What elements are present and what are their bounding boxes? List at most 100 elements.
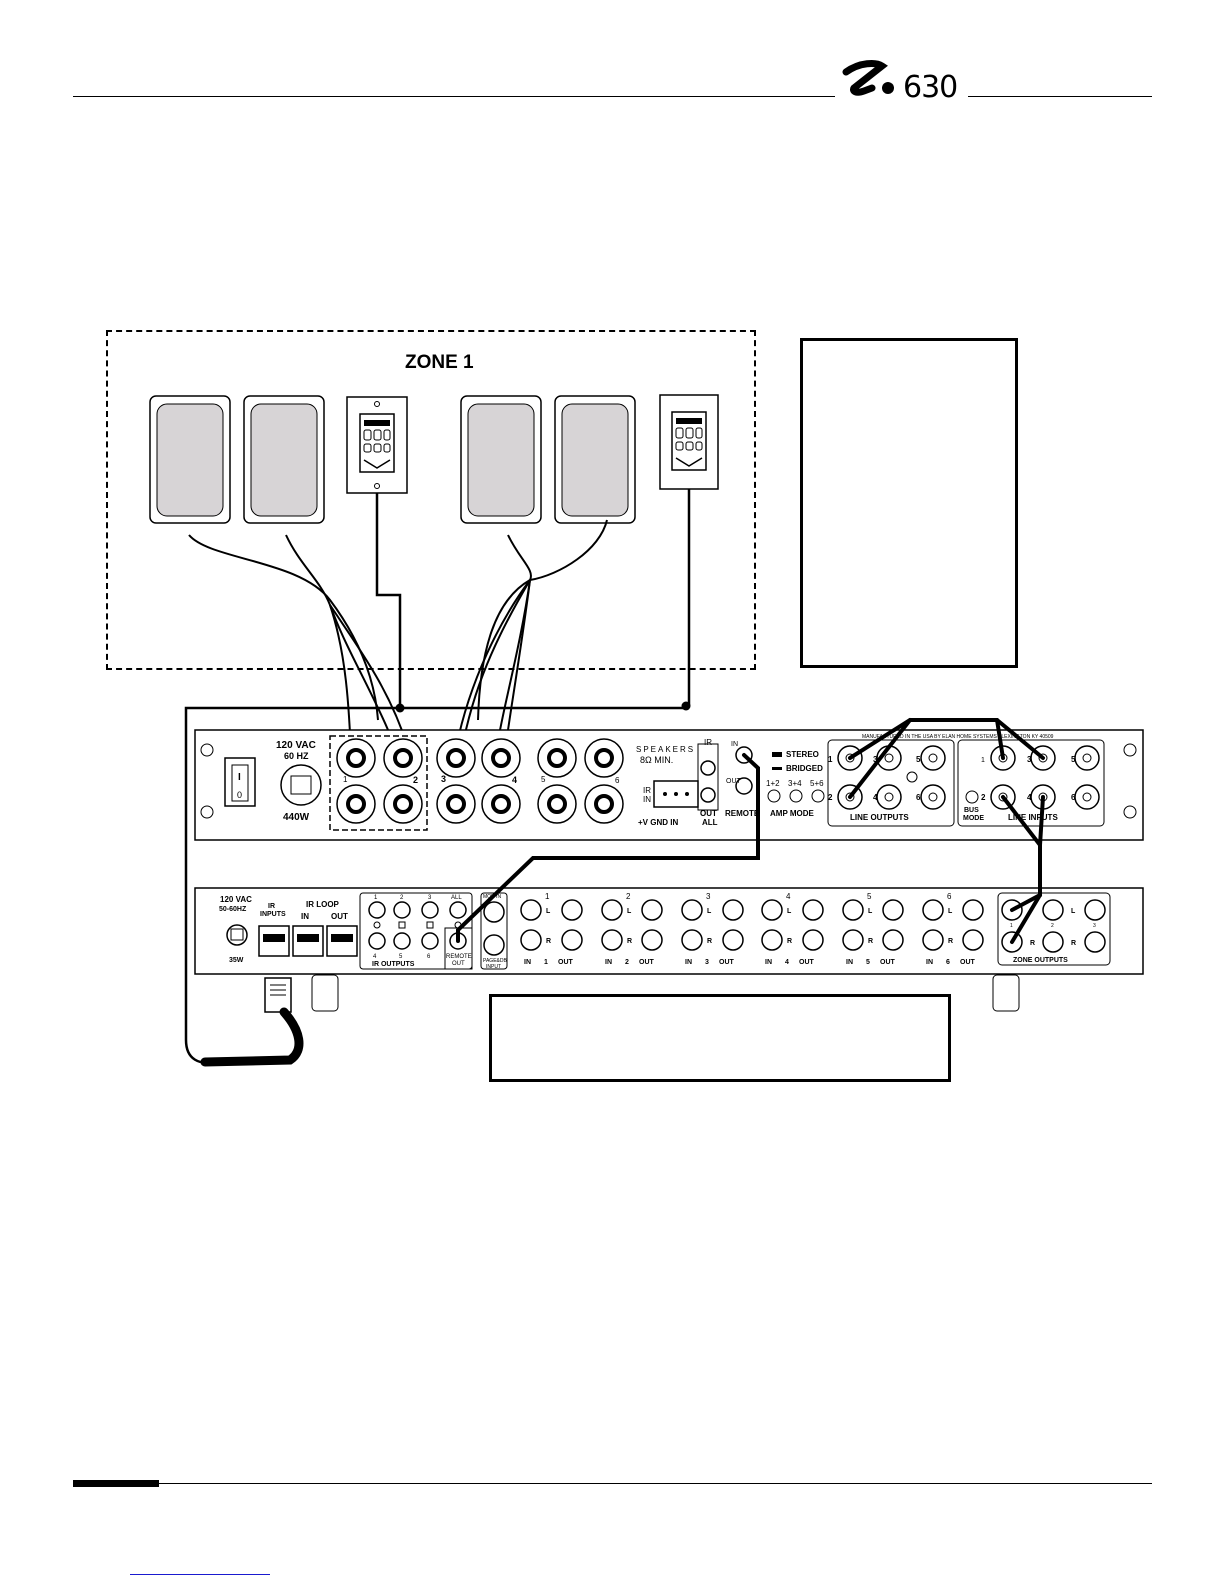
source-right-6: R: [948, 938, 953, 945]
source-left-2: L: [627, 908, 632, 915]
source-in-3: IN: [685, 959, 692, 966]
source-in-1: IN: [524, 959, 531, 966]
mode-pair-2: 3+4: [788, 779, 802, 788]
source-right-1: R: [546, 938, 551, 945]
source-left-1: L: [546, 908, 551, 915]
remote-label: REMOTE: [725, 809, 760, 818]
spk-num-3: 3: [441, 774, 446, 784]
source-number-5: 5: [867, 892, 872, 901]
svg-text:4: 4: [873, 793, 878, 802]
svg-text:4: 4: [373, 954, 377, 960]
amp-power-label-2: 60 HZ: [284, 751, 309, 761]
ctrl-power-label-2: 50-60HZ: [219, 906, 247, 913]
svg-text:1: 1: [1010, 923, 1013, 929]
mode-pair-3: 5+6: [810, 779, 824, 788]
footer-rule: [73, 1483, 1152, 1484]
mode-pair-1: 1+2: [766, 779, 780, 788]
svg-text:3: 3: [1027, 755, 1032, 764]
ir-inputs-line1: IR: [268, 903, 275, 910]
z-logo-icon: [842, 60, 894, 96]
svg-text:6: 6: [1071, 793, 1076, 802]
source-number-3: 3: [706, 892, 711, 901]
ir-loop-label: IR LOOP: [306, 900, 340, 909]
bus-mode-line1: BUS: [964, 807, 979, 814]
svg-text:1: 1: [981, 757, 985, 764]
controller-labels: 120 VAC 50-60HZ 35W IR INPUTS IR LOOP IN…: [219, 894, 1096, 970]
line-outputs-label: LINE OUTPUTS: [850, 813, 909, 822]
keypad-2: [659, 394, 719, 490]
svg-text:3: 3: [428, 895, 432, 901]
source-left-5: L: [868, 908, 873, 915]
svg-text:1: 1: [828, 755, 833, 764]
out-all-line1: OUT: [700, 809, 717, 818]
rj45-plug-icon: [200, 977, 304, 1067]
terminal-label: +V GND IN: [638, 818, 678, 827]
source-right-2: R: [627, 938, 632, 945]
amp-in-label: IN: [731, 741, 738, 748]
speakers-min-label: 8Ω MIN.: [640, 755, 673, 765]
amp-ir-label: IR: [704, 738, 712, 747]
svg-text:R: R: [1071, 940, 1076, 947]
ctrl-wattage: 35W: [229, 957, 244, 964]
source-number-2: 2: [626, 892, 631, 901]
amp-power-label-1: 120 VAC: [276, 740, 316, 751]
footer-link-underline[interactable]: [130, 1574, 270, 1575]
switch-off-label: 0: [237, 790, 242, 800]
source-in-6: IN: [926, 959, 933, 966]
footer-tab: [73, 1480, 159, 1487]
header-rule-left: [73, 96, 835, 97]
bridged-label: BRIDGED: [786, 764, 823, 773]
ir-inputs-line2: INPUTS: [260, 911, 286, 918]
source-out-1: OUT: [558, 959, 574, 966]
zone-boundary: [106, 330, 756, 670]
source-number-1: 1: [545, 892, 550, 901]
source-number-4: 4: [786, 892, 791, 901]
wire-junction-1: [395, 703, 405, 713]
speaker-wires: [188, 519, 608, 791]
remote-out-line2: OUT: [452, 961, 465, 967]
source-left-6: L: [948, 908, 953, 915]
amplifier-panel: [194, 729, 1144, 841]
ir-in-label-line1: IR: [643, 786, 651, 795]
svg-text:2: 2: [828, 793, 833, 802]
spk-num-6: 6: [615, 776, 620, 785]
svg-text:4: 4: [1027, 793, 1032, 802]
model-number: 630: [903, 70, 958, 105]
speaker-2: [243, 395, 325, 524]
svg-text:5: 5: [1071, 755, 1076, 764]
callout-box-right: [800, 338, 1018, 668]
svg-text:5: 5: [916, 755, 921, 764]
ir-in-label-line2: IN: [643, 795, 651, 804]
svg-text:2: 2: [400, 895, 404, 901]
line-inputs-label: LINE INPUTS: [1008, 813, 1058, 822]
svg-text:L: L: [1071, 908, 1076, 915]
svg-text:2: 2: [981, 793, 986, 802]
remote-out-line1: REMOTE: [446, 954, 472, 960]
source-out-4: OUT: [799, 959, 815, 966]
page-db-line1: PAGE&DB: [483, 958, 507, 964]
source-number-6: 6: [947, 892, 952, 901]
keypad-1: [346, 396, 408, 494]
amp-labels: 120 VAC 60 HZ 440W I 0 SPEAKERS 8Ω MIN. …: [237, 734, 1076, 827]
switch-on-label: I: [238, 772, 241, 783]
source-in-5: IN: [846, 959, 853, 966]
source-right-5: R: [868, 938, 873, 945]
spk-num-4: 4: [512, 775, 517, 785]
ir-loop-out: OUT: [331, 912, 348, 921]
source-num-bottom-4: 4: [785, 959, 789, 966]
source-num-bottom-3: 3: [705, 959, 709, 966]
signal-cables: [456, 718, 1045, 944]
source-num-bottom-2: 2: [625, 959, 629, 966]
svg-text:2: 2: [1051, 923, 1054, 929]
source-num-bottom-5: 5: [866, 959, 870, 966]
spk-num-1: 1: [343, 775, 348, 784]
controller-panel: [194, 887, 1144, 1012]
header-rule-right: [968, 96, 1152, 97]
speaker-4: [554, 395, 636, 524]
svg-text:3: 3: [873, 755, 878, 764]
amp-mode-label: AMP MODE: [770, 809, 815, 818]
speakers-label: SPEAKERS: [636, 745, 695, 754]
moh-in-label: MOH IN: [483, 894, 501, 900]
source-in-2: IN: [605, 959, 612, 966]
